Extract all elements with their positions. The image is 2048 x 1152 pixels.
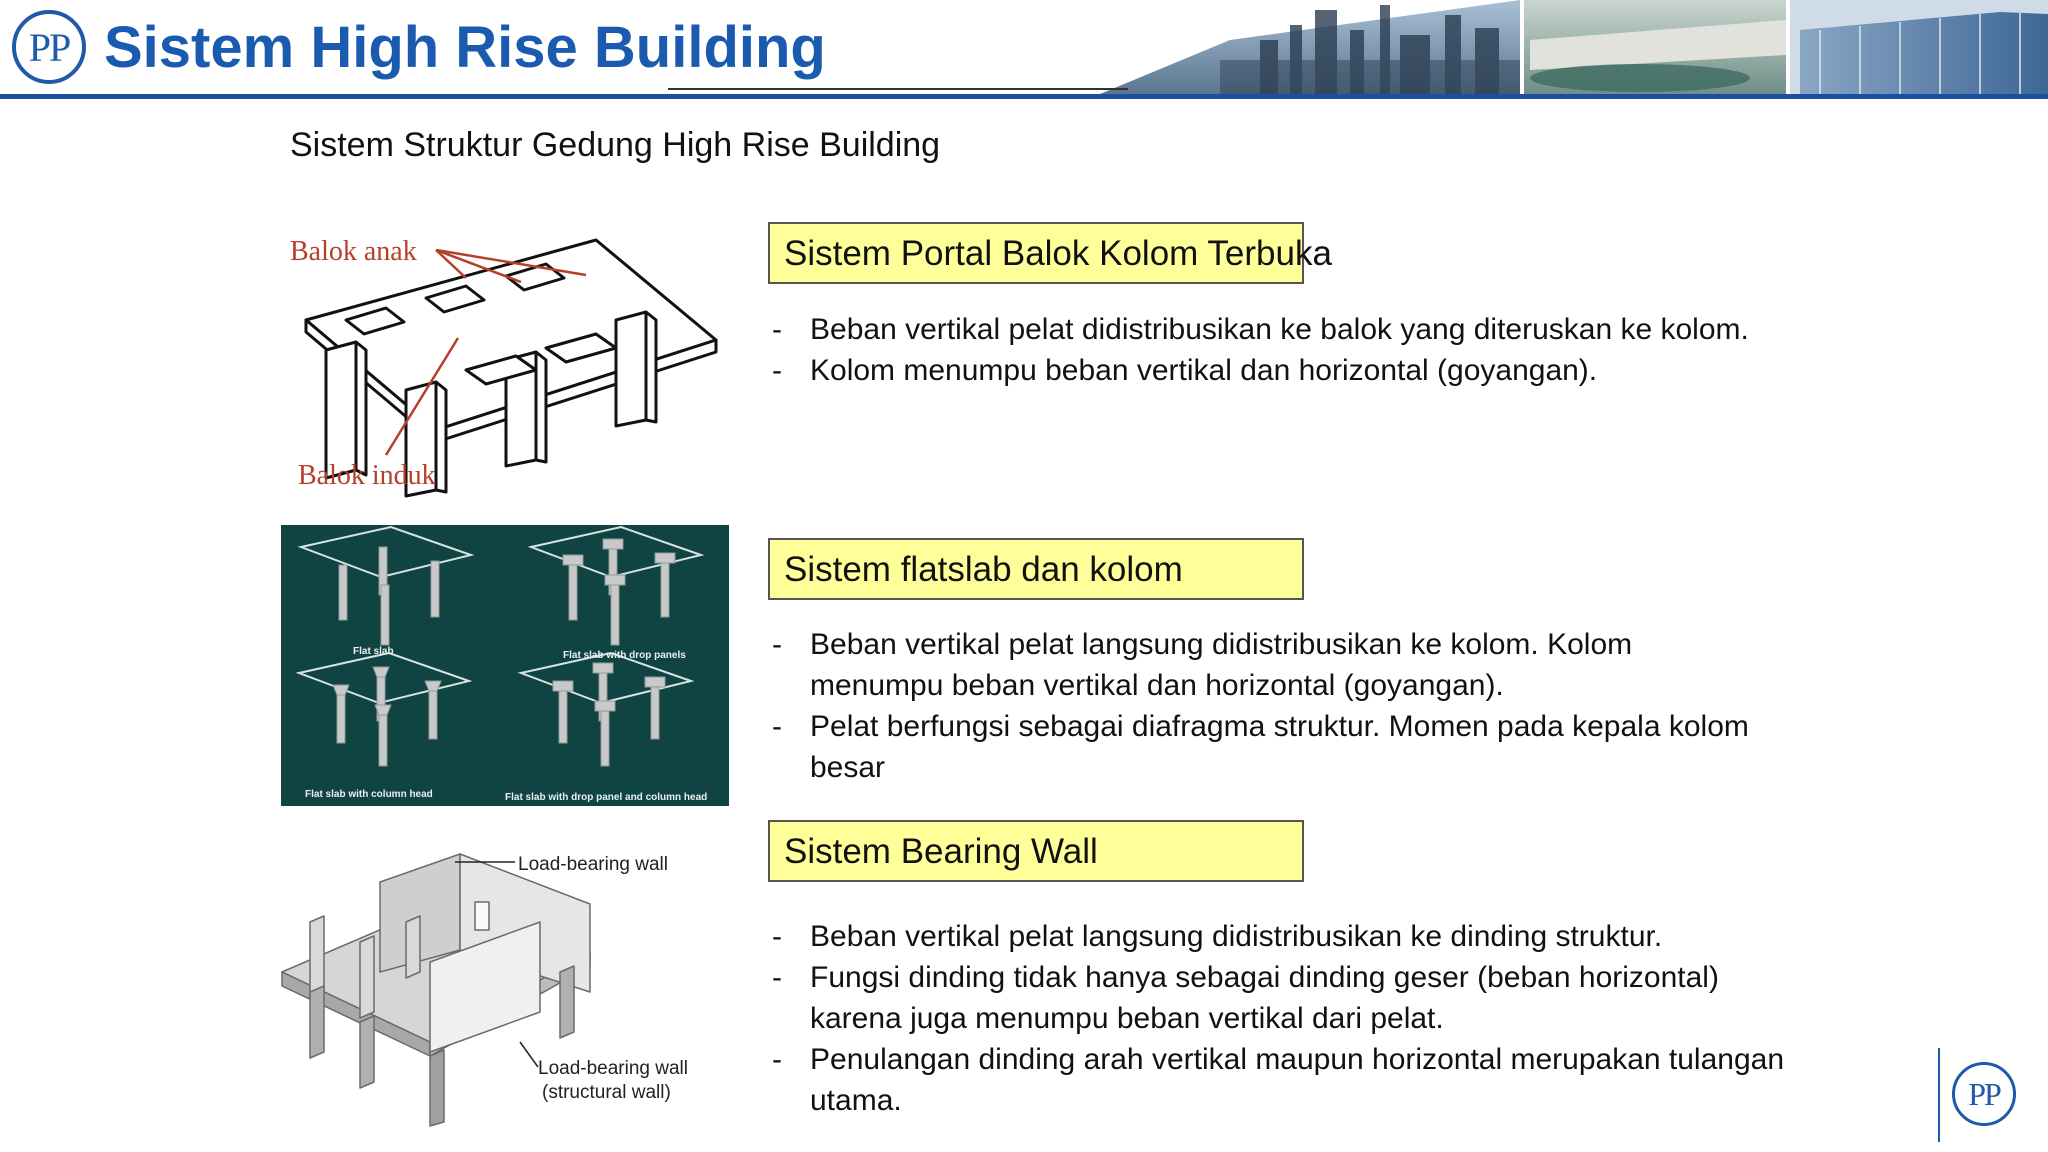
bullet-item: Beban vertikal pelat langsung didistribu… xyxy=(768,916,1768,957)
label-flat-slab-drop-panels: Flat slab with drop panels xyxy=(563,650,686,661)
bullet-item: Penulangan dinding arah vertikal maupun … xyxy=(768,1039,1790,1121)
label-structural-wall: (structural wall) xyxy=(542,1082,671,1103)
section-heading-flatslab: Sistem flatslab dan kolom xyxy=(768,538,1304,600)
bullet-item: Beban vertikal pelat didistribusikan ke … xyxy=(768,309,1768,350)
portal-frame-figure: Balok anak Balok induk xyxy=(290,236,718,498)
header-rule xyxy=(0,94,2048,99)
header-thin-rule xyxy=(668,88,1128,90)
bullet-item: Kolom menumpu beban vertikal dan horizon… xyxy=(768,350,1768,391)
bullet-item: Pelat berfungsi sebagai diafragma strukt… xyxy=(768,706,1768,788)
flatslab-figure: Flat slab Flat slab with drop panels Fla… xyxy=(281,525,729,806)
bullet-item: Fungsi dinding tidak hanya sebagai dindi… xyxy=(768,957,1790,1039)
footer-logo-text: PP xyxy=(1968,1075,2002,1112)
label-flat-slab: Flat slab xyxy=(353,646,394,657)
slide-subtitle: Sistem Struktur Gedung High Rise Buildin… xyxy=(290,126,941,164)
bullet-item: Beban vertikal pelat langsung didistribu… xyxy=(768,624,1750,706)
pp-logo-text: PP xyxy=(28,24,71,70)
section-bullets-bearing-wall: Beban vertikal pelat langsung didistribu… xyxy=(768,916,1784,1121)
footer-pp-logo: PP xyxy=(1952,1062,2016,1126)
label-flat-slab-drop-panel-column-head: Flat slab with drop panel and column hea… xyxy=(505,792,707,803)
label-flat-slab-column-head: Flat slab with column head xyxy=(305,789,433,800)
label-load-bearing-wall-bottom: Load-bearing wall xyxy=(538,1058,688,1079)
section-bullets-flatslab: Beban vertikal pelat langsung didistribu… xyxy=(768,624,1768,788)
slide-title: Sistem High Rise Building xyxy=(104,15,826,80)
footer-logo-rule xyxy=(1938,1048,1940,1142)
section-heading-portal: Sistem Portal Balok Kolom Terbuka xyxy=(768,222,1332,284)
pp-logo: PP xyxy=(12,10,86,84)
label-balok-anak: Balok anak xyxy=(290,236,417,267)
section-bullets-portal: Beban vertikal pelat didistribusikan ke … xyxy=(768,309,1768,391)
slide-header: PP Sistem High Rise Building xyxy=(0,0,2048,100)
label-balok-induk: Balok induk xyxy=(298,460,436,491)
bearing-wall-figure: Load-bearing wall Load-bearing wall (str… xyxy=(281,853,688,1127)
header-photo-strip xyxy=(1100,0,2048,94)
label-load-bearing-wall-top: Load-bearing wall xyxy=(518,854,668,875)
section-heading-bearing-wall: Sistem Bearing Wall xyxy=(768,820,1304,882)
